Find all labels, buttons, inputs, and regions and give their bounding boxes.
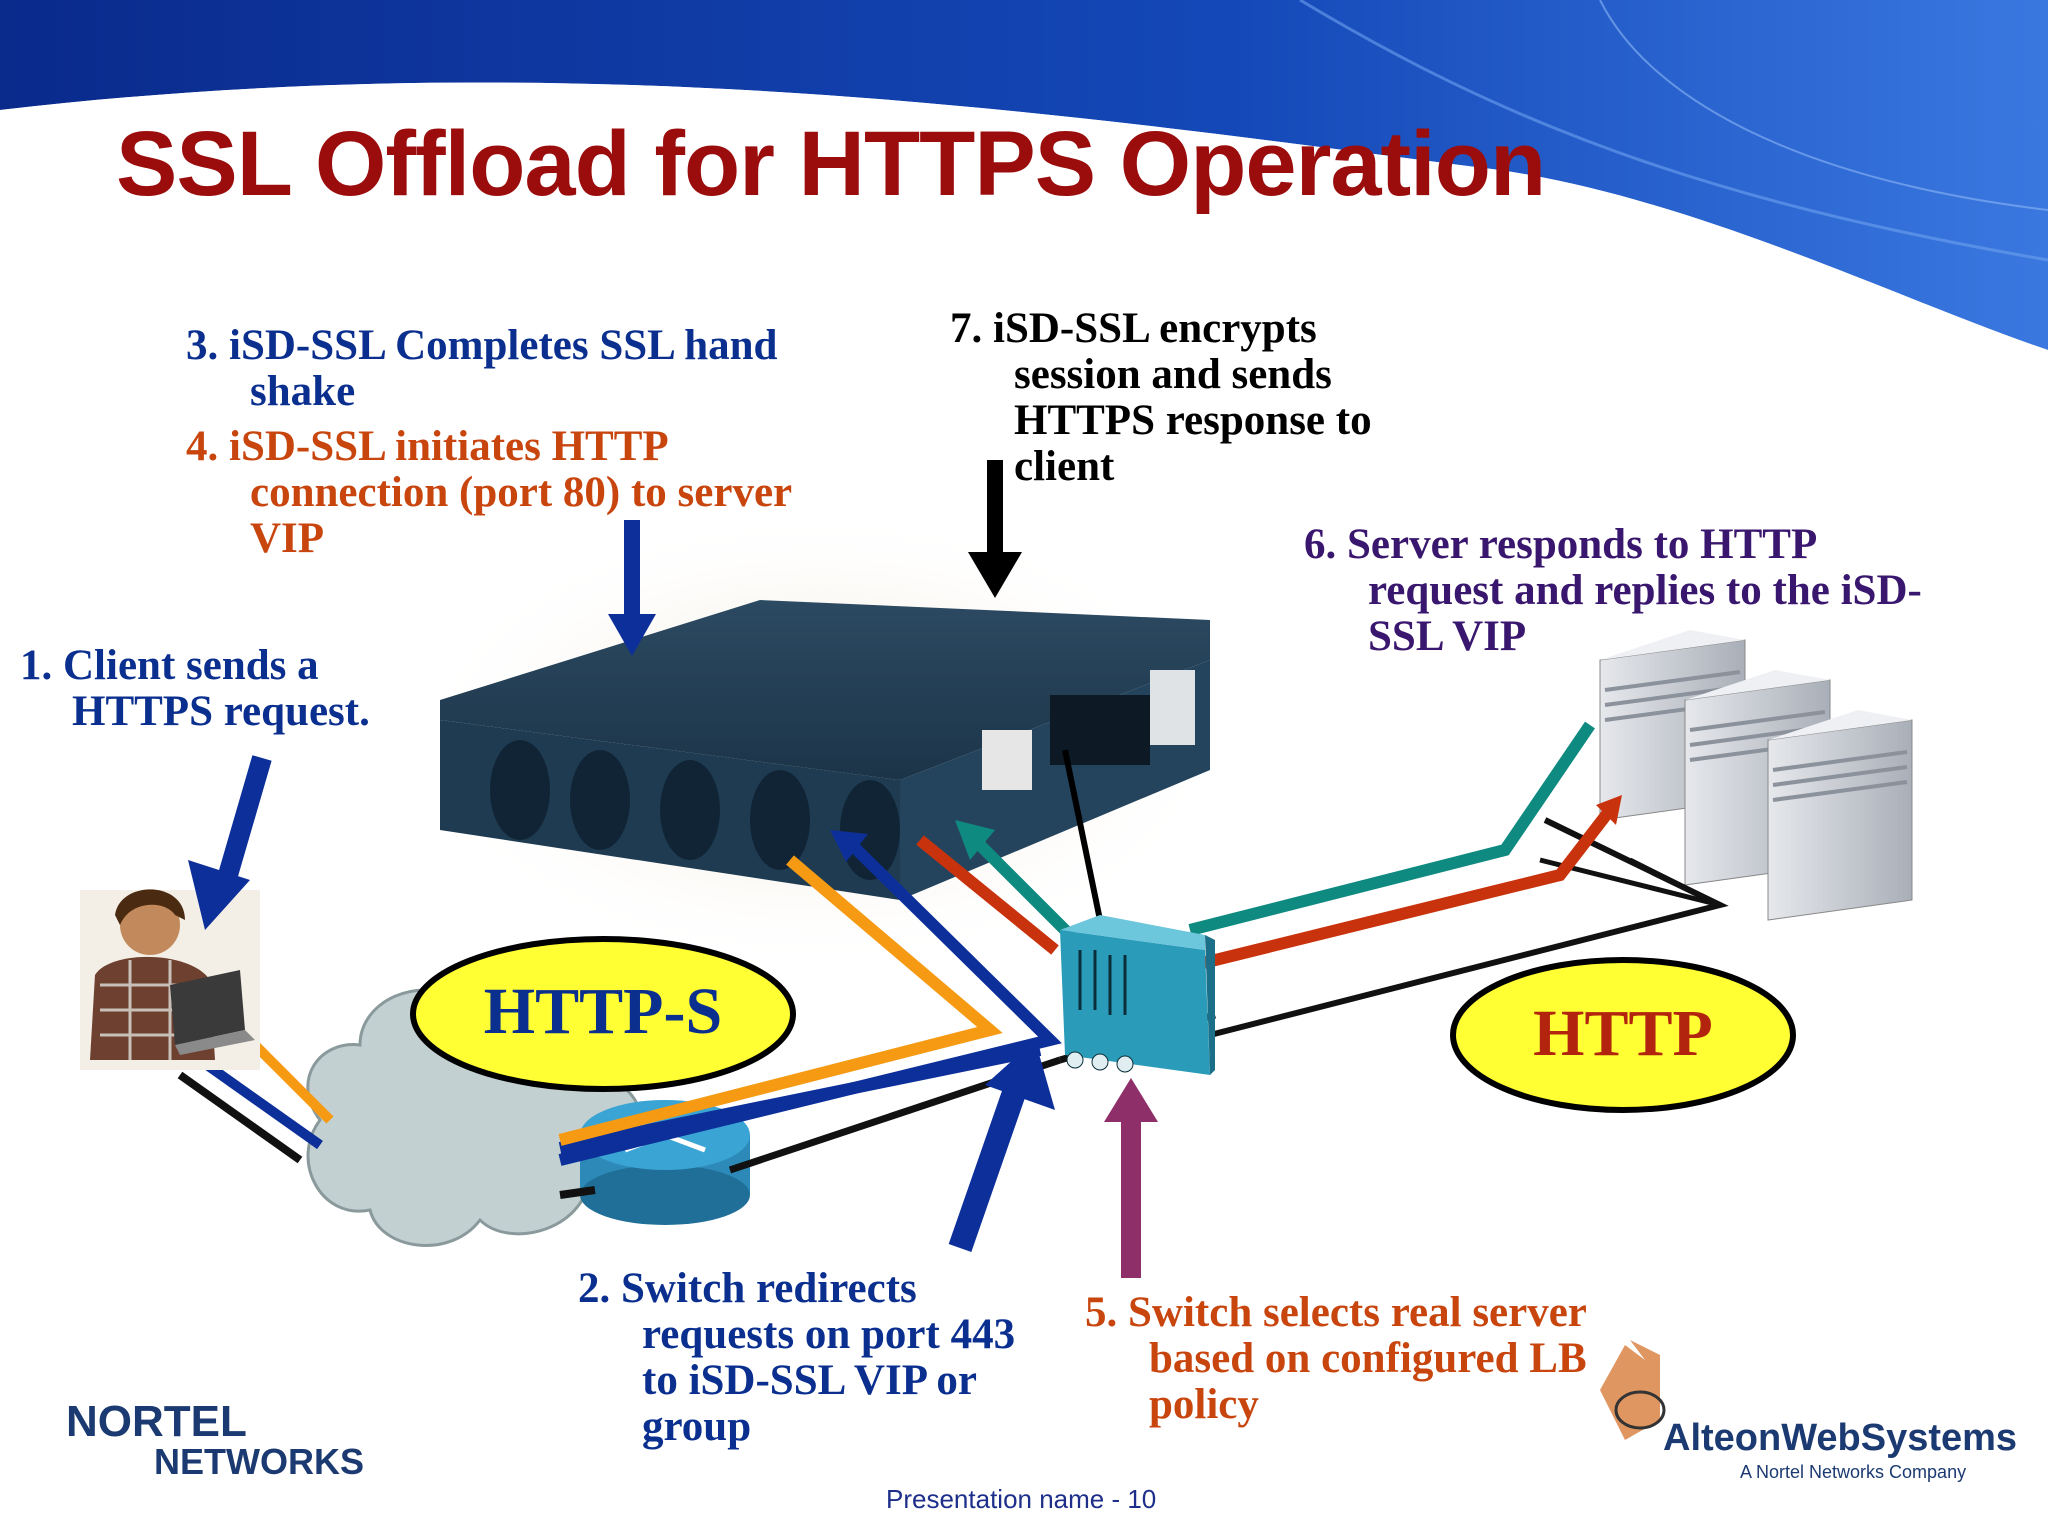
http-oval <box>1450 957 1796 1113</box>
step-1-text: 1. Client sends a HTTPS request. <box>20 643 370 735</box>
step-4-line-3: VIP <box>250 515 325 562</box>
step-6-line-1: 6. Server responds to HTTP <box>1304 521 1818 568</box>
router-icon <box>580 1100 750 1225</box>
step-7-text: 7. iSD-SSL encrypts session and sends HT… <box>950 306 1372 490</box>
client-laptop-user-icon <box>80 889 260 1070</box>
step-7-line-3: HTTPS response to <box>1014 397 1372 444</box>
step-7-line-4: client <box>1014 443 1115 490</box>
step-5-line-2: based on configured LB <box>1149 1335 1587 1382</box>
switch-icon <box>1060 915 1215 1075</box>
step-5-text: 5. Switch selects real server based on c… <box>1085 1290 1587 1428</box>
nortel-logo-line-1: NORTEL <box>66 1397 247 1446</box>
step-7-line-2: session and sends <box>1014 351 1332 398</box>
step-2-line-1: 2. Switch redirects <box>578 1265 917 1312</box>
step-1-line-2: HTTPS request. <box>72 688 370 735</box>
step-3-text: 3. iSD-SSL Completes SSL hand shake <box>186 323 777 415</box>
step-2-line-3: to iSD-SSL VIP or <box>642 1357 977 1404</box>
step-4-line-1: 4. iSD-SSL initiates HTTP <box>186 423 669 470</box>
alteon-logo-text: AlteonWebSystems <box>1663 1417 2018 1459</box>
step-2-text: 2. Switch redirects requests on port 443… <box>578 1266 1015 1450</box>
step-7-line-1: 7. iSD-SSL encrypts <box>950 305 1317 352</box>
step-5-line-3: policy <box>1149 1381 1259 1428</box>
step-4-text: 4. iSD-SSL initiates HTTP connection (po… <box>186 424 792 562</box>
step-2-line-4: group <box>642 1403 752 1450</box>
nortel-logo-line-2: NETWORKS <box>154 1441 364 1482</box>
footer-page-label: Presentation name - 10 <box>886 1484 1157 1514</box>
alteon-logo-icon <box>1600 1340 1666 1440</box>
step-3-line-2: shake <box>250 368 356 415</box>
alteon-logo-subtext: A Nortel Networks Company <box>1740 1462 1967 1482</box>
http-label: HTTP <box>1533 997 1713 1070</box>
server-icon <box>1767 710 1913 921</box>
nortel-networks-logo: NORTEL NETWORKS <box>66 1397 364 1482</box>
step-4-line-2: connection (port 80) to server <box>250 469 793 516</box>
step-5-line-1: 5. Switch selects real server <box>1085 1289 1587 1336</box>
header-banner <box>0 0 2048 350</box>
step-6-text: 6. Server responds to HTTP request and r… <box>1304 522 1922 660</box>
step-1-line-1: 1. Client sends a <box>20 642 319 689</box>
http-s-label: HTTP-S <box>483 975 723 1048</box>
step-2-line-2: requests on port 443 <box>642 1311 1016 1358</box>
step-6-line-3: SSL VIP <box>1368 613 1527 660</box>
slide-title: SSL Offload for HTTPS Operation <box>116 113 1546 215</box>
step-3-line-1: 3. iSD-SSL Completes SSL hand <box>186 322 778 369</box>
http-s-oval <box>410 936 796 1092</box>
step-6-line-2: request and replies to the iSD- <box>1368 567 1922 614</box>
